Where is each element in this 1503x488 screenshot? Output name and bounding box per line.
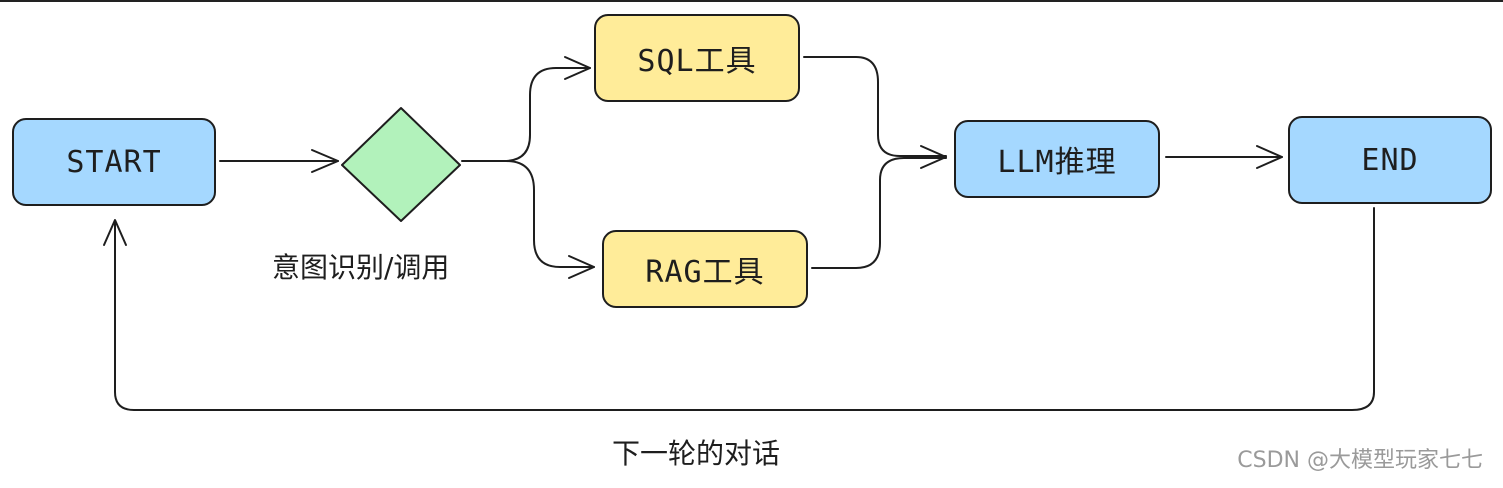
arrowhead-llm-to-end (1256, 145, 1283, 169)
arrow-decision-to-rag (505, 160, 595, 268)
watermark: CSDN @大模型玩家七七 (1237, 448, 1483, 473)
arrowhead-to-llm (920, 145, 947, 169)
arrowhead-loop-to-start (103, 219, 127, 246)
end-node-label: END (1361, 142, 1419, 178)
top-border-line (0, 0, 1503, 2)
decision-label: 意图识别/调用 (272, 251, 450, 284)
rag-tool-node-label: RAG工具 (645, 255, 765, 290)
arrow-loop-end-to-start (114, 207, 1375, 411)
arrow-rag-to-llm (811, 157, 947, 269)
llm-node[interactable]: LLM推理 (954, 120, 1160, 198)
arrowhead-start-to-decision (311, 149, 339, 173)
sql-tool-node[interactable]: SQL工具 (594, 14, 800, 102)
arrow-decision-to-sql (461, 67, 591, 162)
start-node-label: START (66, 144, 162, 180)
arrow-sql-to-llm (803, 56, 947, 157)
loop-label: 下一轮的对话 (612, 437, 781, 470)
arrowhead-decision-to-rag (568, 255, 595, 279)
start-node[interactable]: START (12, 118, 216, 206)
decision-diamond[interactable] (341, 107, 461, 222)
arrowhead-decision-to-sql (564, 56, 591, 80)
llm-node-label: LLM推理 (997, 145, 1117, 180)
rag-tool-node[interactable]: RAG工具 (602, 230, 808, 308)
sql-tool-node-label: SQL工具 (637, 44, 757, 79)
end-node[interactable]: END (1288, 116, 1492, 204)
